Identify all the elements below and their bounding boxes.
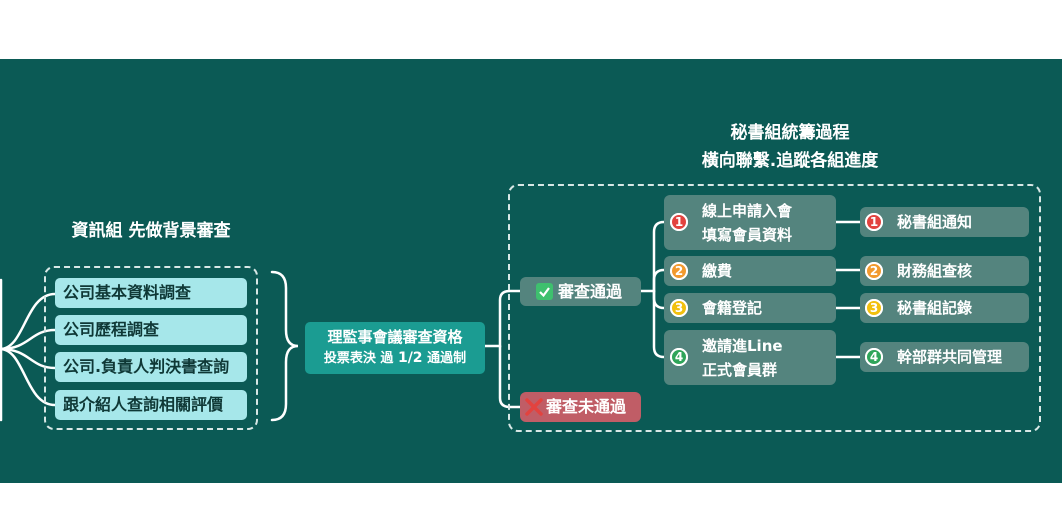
vote-rule-fraction: 1/2 [397,350,423,366]
secretariat-process-group [508,184,1041,432]
board-vote-title: 理監事會議審查資格 [327,328,463,346]
number-2-icon: 2 [670,262,688,280]
review-failed-label: 審查未通過 [546,397,627,416]
result-label: 財務組查核 [897,262,973,280]
right-section-title-line1: 秘書組統籌過程 [730,123,850,143]
background-check-group [44,266,258,430]
result-label: 秘書組通知 [897,213,973,231]
number-1-icon: 1 [670,213,688,231]
step-box-membership-registration: 3 會籍登記 [664,293,836,323]
number-3-icon: 3 [865,299,883,317]
number-2-icon: 2 [865,262,883,280]
review-failed-box: 審查未通過 [520,392,641,422]
vote-rule-suffix: 通過制 [422,351,467,366]
number-3-icon: 3 [670,299,688,317]
number-1-icon: 1 [865,213,883,231]
check-item-court-records: 公司.負責人判決書查詢 [55,352,247,382]
number-4-icon: 4 [670,348,688,366]
step-box-line-invite: 4 邀請進Line 正式會員群 [664,330,836,385]
number-4-icon: 4 [865,348,883,366]
result-box-finance-check: 2 財務組查核 [860,256,1029,286]
review-passed-box: 審查通過 [520,277,641,306]
result-box-cadre-management: 4 幹部群共同管理 [860,342,1029,372]
board-vote-rule: 投票表決 過 1/2 通過制 [305,348,485,369]
review-passed-label: 審查通過 [558,282,623,301]
result-box-secretary-record: 3 秘書組記錄 [860,293,1029,323]
result-label: 幹部群共同管理 [897,348,1003,366]
check-item-company-history: 公司歷程調查 [55,315,247,345]
check-icon [536,283,553,300]
step-label-line1: 邀請進Line [702,337,783,355]
result-box-secretary-notice: 1 秘書組通知 [860,207,1029,237]
vote-rule-prefix: 投票表決 過 [323,351,398,366]
check-item-referrer-reviews: 跟介紹人查詢相關評價 [55,390,247,420]
left-section-title: 資訊組 先做背景審查 [71,221,231,241]
step-label-line2: 填寫會員資料 [702,226,793,244]
step-label-line2: 正式會員群 [702,361,778,379]
cross-icon [525,398,543,416]
right-section-title-line2: 橫向聯繫.追蹤各組進度 [701,151,879,171]
step-box-payment: 2 繳費 [664,256,836,286]
step-label: 繳費 [702,262,733,280]
step-label: 會籍登記 [702,299,763,317]
board-vote-box: 理監事會議審查資格 投票表決 過 1/2 通過制 [305,322,485,374]
check-item-company-info: 公司基本資料調查 [55,278,247,308]
step-label-line1: 線上申請入會 [702,202,793,220]
step-box-online-application: 1 線上申請入會 填寫會員資料 [664,195,836,250]
result-label: 秘書組記錄 [897,299,973,317]
